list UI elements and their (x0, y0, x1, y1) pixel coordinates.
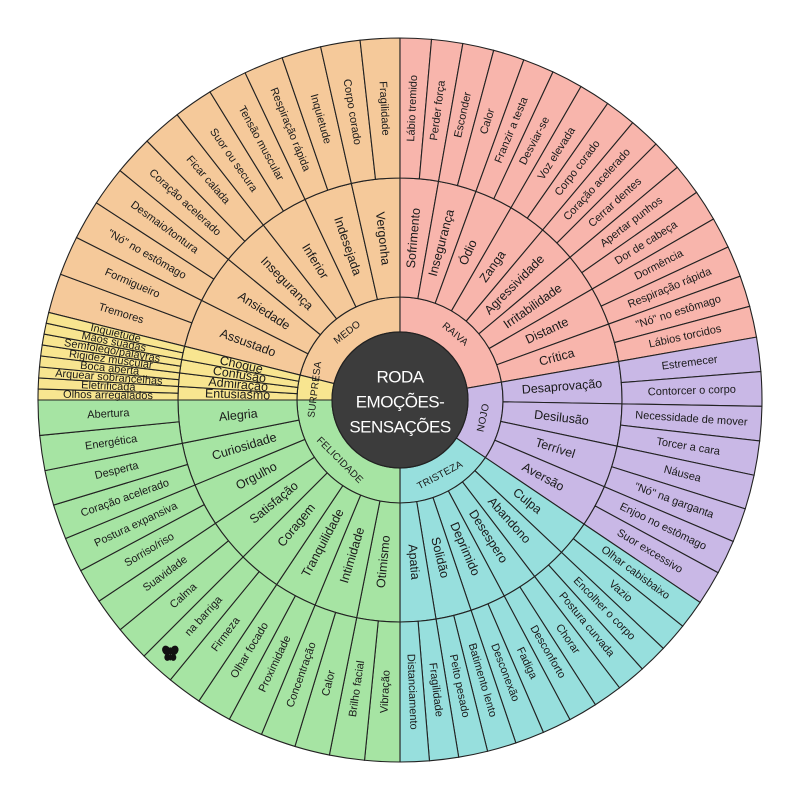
felicidade-sensation-label: Abertura (87, 407, 131, 421)
center-title-line-2: EMOÇÕES- (356, 392, 445, 411)
surpresa-sensation-label: Eletrificada (81, 379, 137, 394)
tristeza-emotion-label: Apatia (406, 544, 423, 581)
center-disc (331, 331, 469, 469)
nojo-emotion-label: Desilusão (533, 408, 589, 428)
raiva-sensation-label: Lábio tremido (405, 75, 420, 142)
medo-sensation-label: Fragilidade (376, 81, 391, 136)
wheel-center: RODA EMOÇÕES- SENSAÇÕES (331, 331, 469, 469)
raiva-emotion-label: Sofrimento (404, 207, 423, 268)
center-title-line-1: RODA (376, 367, 424, 386)
wheel-segments (37, 37, 763, 763)
tristeza-sensation-label: Distanciamento (404, 654, 419, 730)
nojo-sensation-label: Contorcer o corpo (648, 384, 736, 399)
felicidade-emotion-label: Alegria (218, 406, 258, 424)
nojo-emotion-label: Desaprovação (521, 376, 603, 396)
medo-emotion-label: Vergonha (373, 211, 393, 266)
butterfly-icon (162, 645, 179, 661)
center-title-line-3: SENSAÇÕES (349, 417, 450, 436)
surpresa-emotion-label: Admiração (208, 375, 269, 394)
felicidade-emotion-label: Otimismo (374, 535, 393, 589)
surpresa-sensation-label: Olhos arregalados (63, 389, 154, 402)
surpresa-emotion-label: Entusiasmo (205, 386, 271, 402)
surpresa-sensation-segment (45, 311, 186, 354)
felicidade-sensation-label: Vibração (379, 670, 393, 714)
